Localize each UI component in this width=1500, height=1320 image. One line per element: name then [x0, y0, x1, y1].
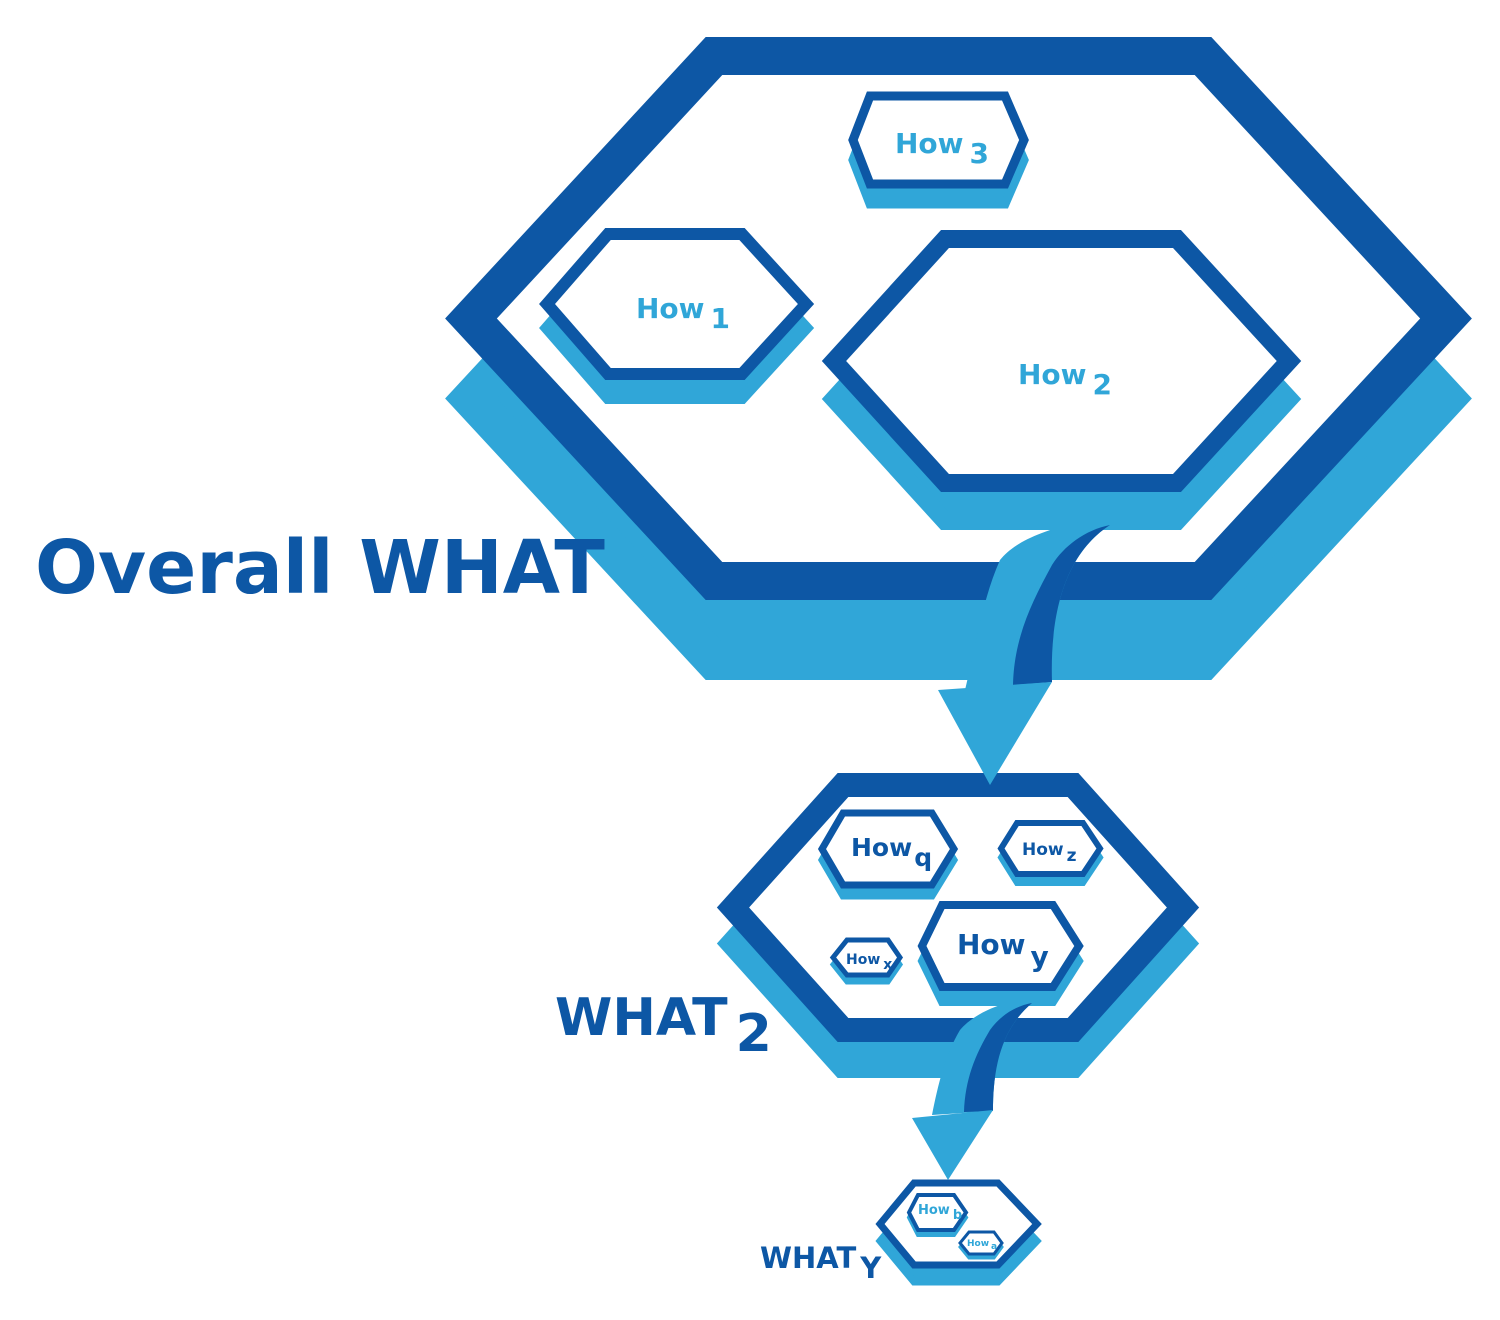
how2-label-sub: 2	[1093, 368, 1112, 401]
howz-label-sub: z	[1067, 846, 1077, 866]
howb-label-base: How	[918, 1203, 950, 1218]
hexagon-face	[917, 901, 1084, 991]
arrow-what2-to-whaty	[912, 1002, 1032, 1180]
howa-label-sub: a	[991, 1242, 997, 1252]
howx-label-base: How	[846, 952, 880, 968]
how3-hexagon	[848, 91, 1029, 209]
howz-hexagon	[997, 820, 1104, 886]
howb-hexagon	[906, 1193, 969, 1237]
howq-label-base: How	[851, 833, 912, 862]
hexagon-face	[958, 1230, 1004, 1256]
howz-label-base: How	[1022, 840, 1064, 860]
arrow-overall-to-what2	[938, 522, 1110, 785]
hexagon-face	[821, 230, 1302, 492]
what2-label-base: WHAT	[555, 988, 728, 1048]
howy-label-sub: y	[1031, 940, 1049, 973]
how3-label-base: How	[895, 127, 964, 160]
how2-hexagon	[821, 230, 1302, 530]
whaty-hexagon	[875, 1179, 1042, 1286]
hexagon-face	[539, 228, 815, 380]
how3-label-sub: 3	[970, 137, 989, 170]
how1-label-sub: 1	[711, 302, 730, 335]
howq-label: Howq	[851, 833, 932, 872]
what2-label-sub: 2	[736, 1004, 772, 1064]
hexagon-face	[906, 1193, 969, 1232]
howa-label-base: How	[967, 1239, 989, 1249]
hexagon-face	[817, 809, 959, 889]
howx-label-sub: x	[883, 957, 892, 973]
hexagon-face	[997, 820, 1104, 877]
howq-hexagon	[817, 809, 959, 900]
how1-hexagon	[539, 228, 815, 404]
howy-label-base: How	[957, 928, 1026, 961]
howq-label-sub: q	[914, 843, 932, 872]
overall-what-label: Overall WHAT	[35, 525, 605, 611]
howy-hexagon	[917, 901, 1084, 1006]
whaty-label-base: WHAT	[760, 1241, 856, 1275]
hexagon-layer	[445, 37, 1472, 1286]
whaty-label-sub: Y	[859, 1251, 882, 1285]
howx-hexagon	[829, 937, 904, 985]
hexagon-face	[829, 937, 904, 978]
how1-label-base: How	[636, 292, 705, 325]
hexagon-face	[848, 91, 1029, 189]
howb-label-sub: b	[953, 1208, 962, 1223]
howa-hexagon	[958, 1230, 1004, 1260]
how2-label-base: How	[1018, 358, 1087, 391]
